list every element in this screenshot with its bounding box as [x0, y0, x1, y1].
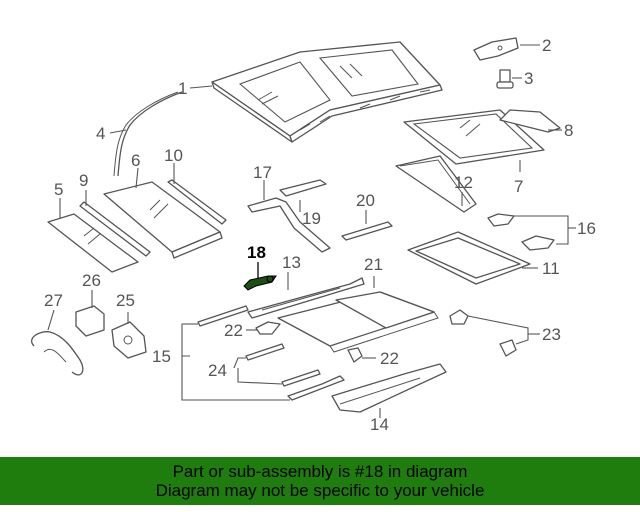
- label-5: 5: [54, 180, 63, 199]
- label-11: 11: [542, 259, 560, 278]
- part-1-roof-panel[interactable]: [211, 41, 443, 143]
- label-2: 2: [542, 36, 551, 55]
- label-20: 20: [356, 191, 375, 210]
- part-6-glass[interactable]: [103, 181, 223, 259]
- callout-labels: 1 2 3 4 5 6 7 8 9 10 11 12 13 14 15 16 1…: [44, 36, 596, 434]
- label-25: 25: [116, 291, 135, 310]
- part-27-wire-harness[interactable]: [31, 331, 84, 376]
- parts-diagram: 1 2 3 4 5 6 7 8 9 10 11 12 13 14 15 16 1…: [31, 36, 596, 434]
- label-3: 3: [524, 69, 533, 88]
- info-banner: Part or sub-assembly is #18 in diagram D…: [0, 457, 640, 505]
- part-20-rail[interactable]: [341, 221, 393, 241]
- label-21: 21: [364, 255, 383, 274]
- label-22-upper: 22: [224, 321, 243, 340]
- label-14: 14: [370, 415, 389, 434]
- part-19-rail[interactable]: [279, 179, 327, 197]
- part-18-highlighted[interactable]: [243, 275, 277, 291]
- part-14-rear-panel[interactable]: [331, 363, 447, 413]
- label-23: 23: [542, 325, 561, 344]
- label-15: 15: [152, 347, 171, 366]
- part-12-seal[interactable]: [395, 155, 477, 213]
- label-26: 26: [82, 271, 101, 290]
- label-22-lower: 22: [380, 349, 399, 368]
- part-3-bolt[interactable]: [496, 69, 514, 89]
- part-10-weatherstrip[interactable]: [167, 179, 227, 225]
- part-15-rail-set[interactable]: [197, 305, 345, 401]
- label-17: 17: [253, 163, 272, 182]
- part-21-sunshade[interactable]: [277, 291, 439, 353]
- part-9-weatherstrip[interactable]: [79, 201, 151, 257]
- label-9: 9: [79, 171, 88, 190]
- leader-lines: [47, 44, 576, 418]
- part-13-rail[interactable]: [247, 277, 365, 319]
- part-11-frame[interactable]: [407, 231, 531, 285]
- part-24-rail-set[interactable]: [245, 343, 321, 387]
- label-24: 24: [208, 361, 227, 380]
- banner-line-2: Diagram may not be specific to your vehi…: [155, 481, 485, 500]
- label-8: 8: [564, 121, 573, 140]
- label-12: 12: [454, 173, 473, 192]
- label-7: 7: [514, 177, 523, 196]
- label-6: 6: [131, 151, 140, 170]
- label-1: 1: [178, 79, 187, 98]
- part-23-clip[interactable]: [449, 309, 517, 357]
- part-16-bracket[interactable]: [487, 213, 555, 251]
- part-5-glass[interactable]: [47, 213, 139, 273]
- label-16: 16: [577, 219, 596, 238]
- part-25-motor[interactable]: [111, 321, 147, 359]
- part-7-glass[interactable]: [403, 109, 545, 165]
- part-8-deflector[interactable]: [499, 109, 561, 133]
- part-2-bracket[interactable]: [473, 37, 519, 61]
- part-26-switch[interactable]: [75, 305, 105, 337]
- label-19: 19: [302, 209, 321, 228]
- part-4-drain-hose[interactable]: [113, 91, 183, 177]
- banner-line-1: Part or sub-assembly is #18 in diagram: [172, 462, 468, 481]
- label-18: 18: [247, 243, 266, 262]
- label-4: 4: [96, 124, 105, 143]
- part-22-clip-upper[interactable]: [255, 321, 281, 335]
- label-10: 10: [164, 146, 183, 165]
- part-22-clip-lower[interactable]: [347, 347, 363, 363]
- label-13: 13: [282, 253, 301, 272]
- part-17-weatherstrip[interactable]: [247, 197, 331, 253]
- label-27: 27: [44, 291, 63, 310]
